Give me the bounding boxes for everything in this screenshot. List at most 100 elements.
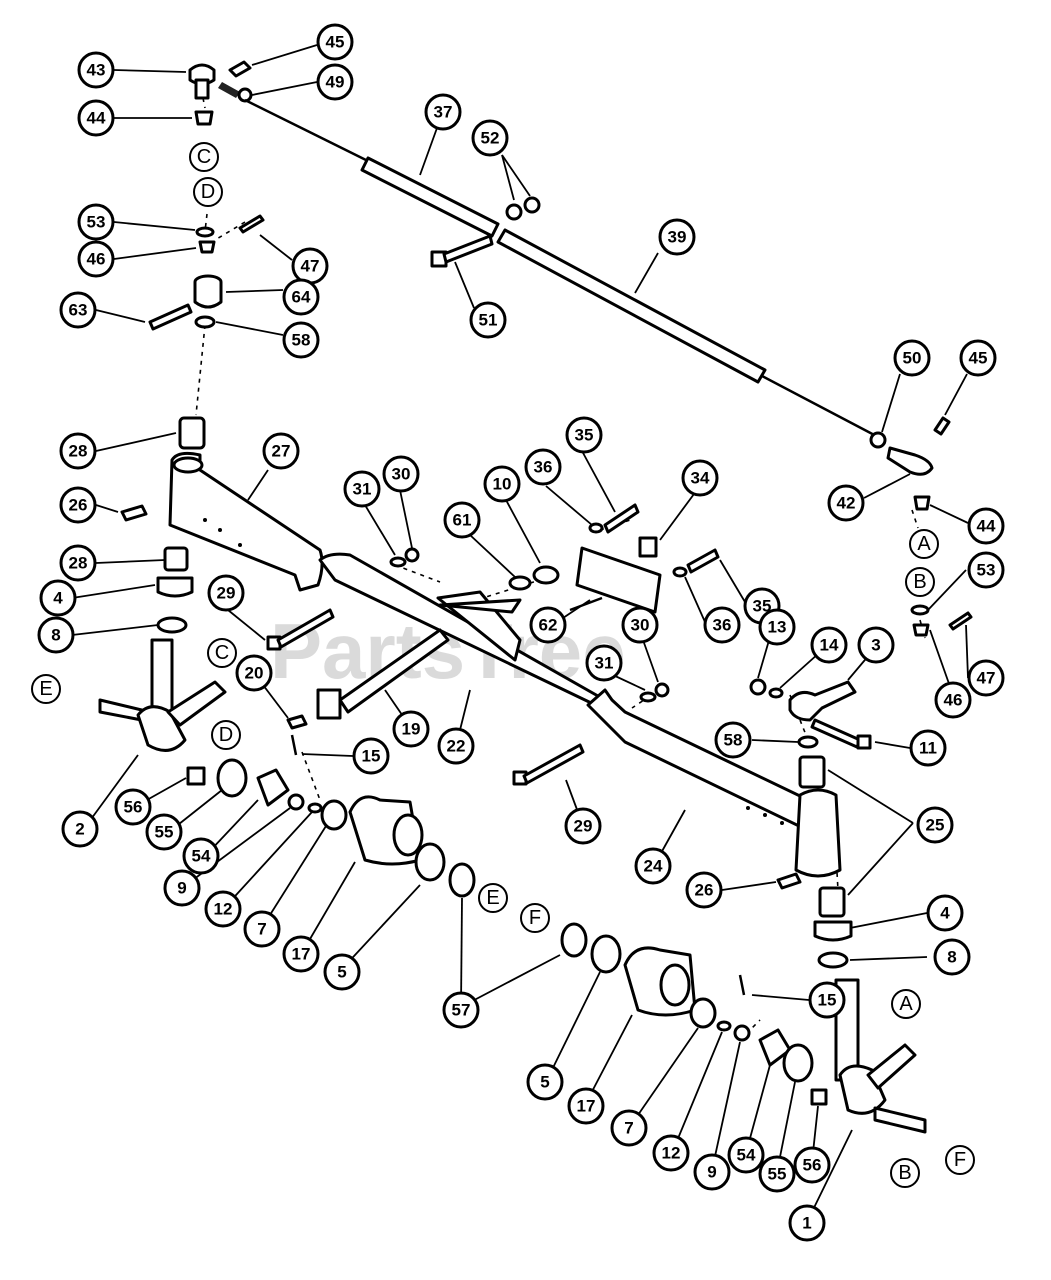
pin-62 (569, 596, 603, 612)
callout-53: 53 (77, 203, 115, 241)
callout-5-right: 5 (526, 1063, 564, 1101)
callout-57: 57 (442, 991, 480, 1029)
callout-39: 39 (658, 218, 696, 256)
castle-nut-44-left (194, 110, 214, 126)
svg-text:C: C (197, 146, 211, 168)
svg-text:47: 47 (977, 669, 996, 688)
svg-text:30: 30 (392, 465, 411, 484)
callout-45: 45 (316, 23, 354, 61)
tube-25 (794, 788, 842, 878)
callout-61: 61 (443, 501, 481, 539)
washer-31-lower (639, 691, 657, 703)
svg-text:2: 2 (75, 820, 84, 839)
callout-10: 10 (483, 465, 521, 503)
o-ring-58-left (194, 315, 216, 329)
washer-53-left (195, 226, 215, 238)
callout-58-right: 58 (714, 721, 752, 759)
callout-29-lower: 29 (564, 807, 602, 845)
bearing-5-right (590, 934, 622, 974)
svg-text:62: 62 (539, 616, 558, 635)
nut-30-lower (654, 682, 670, 698)
svg-text:D: D (219, 724, 233, 746)
svg-text:A: A (917, 533, 931, 555)
svg-text:31: 31 (353, 480, 372, 499)
svg-text:27: 27 (272, 442, 291, 461)
nut-30-upper (404, 547, 420, 563)
callout-51: 51 (469, 301, 507, 339)
washer-36-lower (672, 566, 688, 578)
svg-text:9: 9 (177, 879, 186, 898)
washer-53-right (910, 604, 930, 616)
svg-text:35: 35 (753, 597, 772, 616)
callout-58-top: 58 (282, 321, 320, 359)
washer-14 (768, 687, 784, 699)
steering-arm-3 (788, 680, 857, 722)
callout-7-left: 7 (243, 910, 281, 948)
bearing-5-left (414, 842, 446, 882)
svg-text:57: 57 (452, 1001, 471, 1020)
callout-28-lower: 28 (59, 544, 97, 582)
nut-13 (749, 678, 767, 696)
svg-text:55: 55 (768, 1165, 787, 1184)
bearing-cone-57-left (448, 862, 476, 898)
svg-text:14: 14 (820, 636, 839, 655)
callout-56-left: 56 (114, 788, 152, 826)
thrust-bearing-4-left (156, 576, 194, 598)
letter-e-left: E (31, 674, 61, 704)
callout-26-right: 26 (685, 871, 723, 909)
callout-1: 1 (788, 1204, 826, 1242)
callout-13: 13 (758, 608, 796, 646)
svg-text:28: 28 (69, 554, 88, 573)
svg-text:22: 22 (447, 737, 466, 756)
nut-46-left (198, 240, 216, 254)
letter-a-spindle: A (891, 989, 921, 1019)
svg-text:4: 4 (53, 589, 63, 608)
bracket-34 (575, 536, 662, 614)
svg-text:B: B (913, 571, 926, 593)
svg-text:51: 51 (479, 311, 498, 330)
tie-rod-end-left (188, 63, 240, 100)
bushing-25-lower (818, 886, 846, 918)
callout-53-right: 53 (967, 551, 1005, 589)
axle-27 (168, 451, 324, 592)
bolt-11 (810, 718, 872, 750)
svg-text:19: 19 (402, 720, 421, 739)
svg-text:56: 56 (124, 798, 143, 817)
svg-text:B: B (898, 1162, 911, 1184)
svg-text:17: 17 (577, 1097, 596, 1116)
bushing-64 (193, 274, 223, 309)
callout-26-left: 26 (59, 486, 97, 524)
svg-text:10: 10 (493, 475, 512, 494)
svg-text:44: 44 (977, 517, 996, 536)
svg-text:D: D (201, 181, 215, 203)
callout-30-lower: 30 (621, 606, 659, 644)
callout-29-upper: 29 (207, 574, 245, 612)
svg-text:3: 3 (871, 636, 880, 655)
letter-f-spindle: F (945, 1145, 975, 1175)
svg-text:9: 9 (707, 1163, 716, 1182)
callout-44: 44 (77, 99, 115, 137)
bolt-35-lower (686, 548, 720, 574)
callout-63: 63 (59, 291, 97, 329)
callout-8-left: 8 (37, 616, 75, 654)
spindle-1 (834, 978, 927, 1134)
svg-text:E: E (39, 678, 52, 700)
callout-31-lower: 31 (585, 644, 623, 682)
bolt-35-upper (603, 503, 640, 534)
callout-47-right: 47 (967, 659, 1005, 697)
svg-text:15: 15 (818, 991, 837, 1010)
jam-nut-50 (869, 431, 887, 449)
callout-15-right: 15 (808, 981, 846, 1019)
svg-text:24: 24 (644, 857, 663, 876)
tie-rod-end-right (886, 416, 951, 476)
svg-text:58: 58 (292, 331, 311, 350)
callout-47: 47 (291, 247, 329, 285)
svg-text:64: 64 (292, 288, 311, 307)
callout-49: 49 (316, 63, 354, 101)
dust-cap-56-right (810, 1088, 828, 1106)
callout-30-upper: 30 (382, 455, 420, 493)
callout-42: 42 (827, 484, 865, 522)
dust-cap-56-left (186, 766, 206, 786)
svg-text:58: 58 (724, 731, 743, 750)
callout-15-left: 15 (352, 737, 390, 775)
